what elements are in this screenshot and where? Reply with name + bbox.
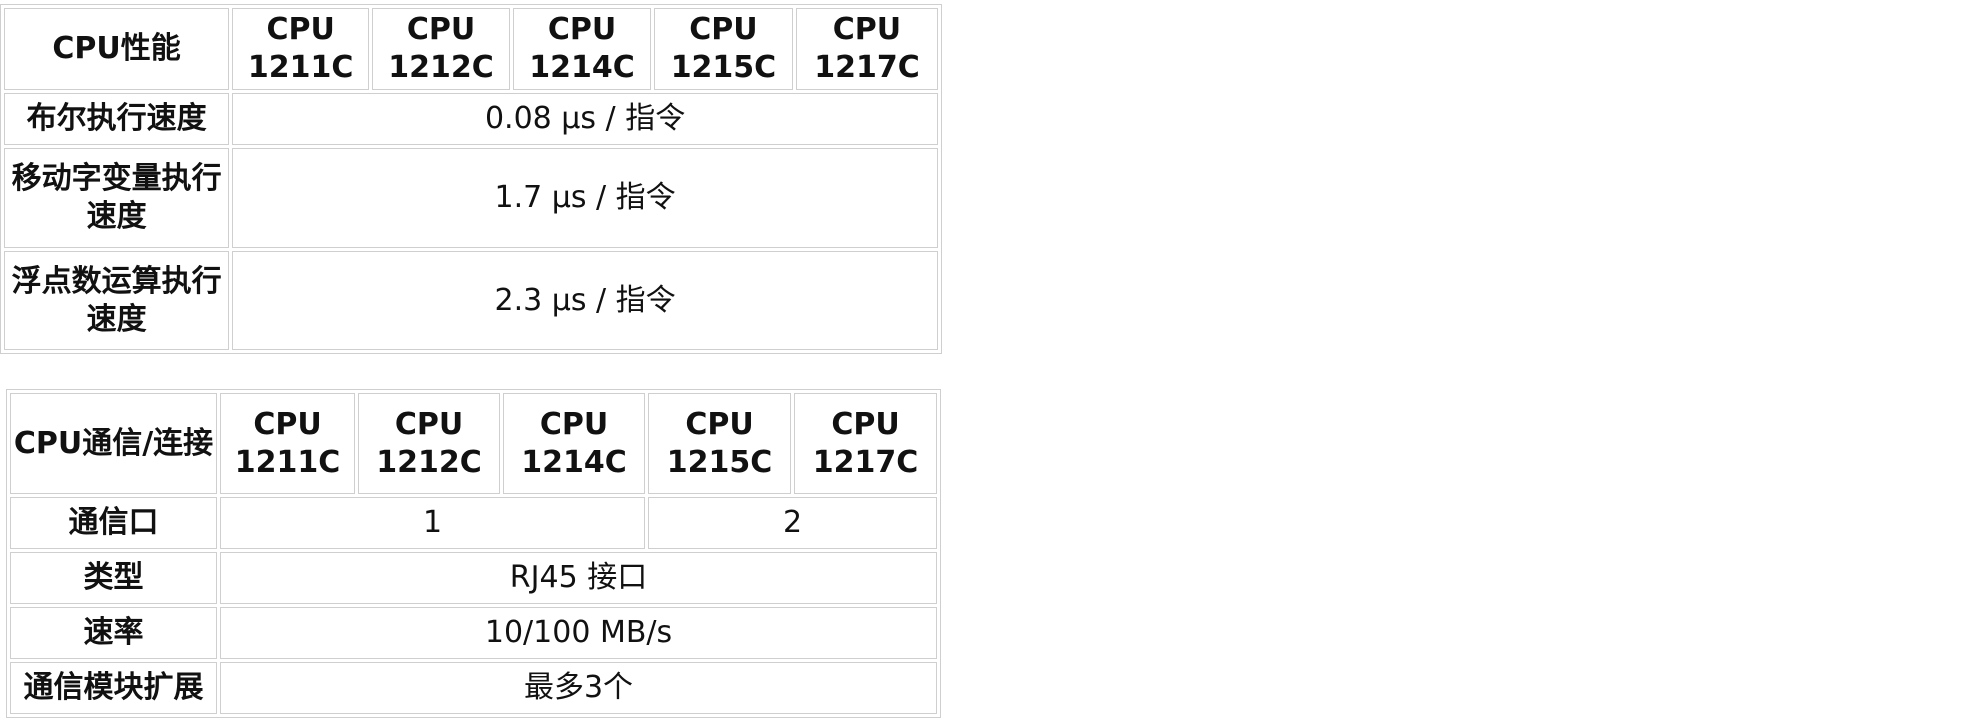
model-header: CPU 1215C bbox=[666, 406, 773, 480]
model-header-cell: CPU 1217C bbox=[795, 8, 938, 90]
row-value-cell: 2.3 μs / 指令 bbox=[232, 251, 938, 350]
model-header-cell: CPU 1211C bbox=[220, 393, 355, 494]
model-header: CPU 1211C bbox=[234, 406, 341, 480]
row-value-cell: RJ45 接口 bbox=[220, 552, 937, 604]
row-value: 2 bbox=[782, 505, 803, 540]
model-header-cell: CPU 1211C bbox=[232, 8, 370, 90]
row-label: 布尔执行速度 bbox=[26, 101, 207, 136]
header-row: CPU通信/连接 CPU 1211C CPU 1212C CPU 1214C C… bbox=[10, 393, 937, 494]
row-label-cell: 类型 bbox=[10, 552, 217, 604]
row-value-cell: 2 bbox=[648, 497, 937, 549]
model-header-cell: CPU 1217C bbox=[794, 393, 937, 494]
model-header-cell: CPU 1212C bbox=[372, 8, 511, 90]
row-label-cell: 浮点数运算执行速度 bbox=[4, 251, 230, 350]
model-header-cell: CPU 1215C bbox=[653, 8, 793, 90]
row-label: 速率 bbox=[83, 615, 144, 650]
table-row: 移动字变量执行速度 1.7 μs / 指令 bbox=[4, 148, 938, 248]
model-header-cell: CPU 1212C bbox=[358, 393, 500, 494]
cpu-performance-table: CPU性能 CPU 1211C CPU 1212C CPU 1214C CPU … bbox=[0, 4, 942, 354]
row-value: 1.7 μs / 指令 bbox=[494, 180, 676, 215]
row-label-cell: 布尔执行速度 bbox=[4, 93, 230, 145]
row-value: 10/100 MB/s bbox=[484, 615, 673, 650]
table-row: 速率 10/100 MB/s bbox=[10, 607, 937, 659]
model-header: CPU 1214C bbox=[529, 12, 635, 85]
model-header-cell: CPU 1214C bbox=[503, 393, 645, 494]
row-value-cell: 1.7 μs / 指令 bbox=[232, 148, 938, 248]
row-label: 浮点数运算执行速度 bbox=[11, 263, 222, 337]
table-row: 类型 RJ45 接口 bbox=[10, 552, 937, 604]
row-label-cell: 速率 bbox=[10, 607, 217, 659]
row-label: 通信口 bbox=[68, 505, 159, 540]
model-header: CPU 1217C bbox=[812, 406, 919, 480]
row-value: 0.08 μs / 指令 bbox=[484, 101, 686, 136]
model-header: CPU 1212C bbox=[376, 406, 482, 480]
row-label-cell: 通信口 bbox=[10, 497, 217, 549]
header-label: CPU性能 bbox=[52, 31, 181, 66]
table-row: 通信口 1 2 bbox=[10, 497, 937, 549]
table-row: 浮点数运算执行速度 2.3 μs / 指令 bbox=[4, 251, 938, 350]
table-row: 通信模块扩展 最多3个 bbox=[10, 662, 937, 714]
model-header: CPU 1214C bbox=[521, 406, 627, 480]
row-value: 最多3个 bbox=[523, 670, 634, 705]
row-label: 移动字变量执行速度 bbox=[11, 161, 222, 234]
row-label: 类型 bbox=[83, 560, 144, 595]
model-header: CPU 1211C bbox=[247, 12, 354, 85]
model-header-cell: CPU 1215C bbox=[648, 393, 791, 494]
row-value-cell: 1 bbox=[220, 497, 645, 549]
table-row: 布尔执行速度 0.08 μs / 指令 bbox=[4, 93, 938, 145]
header-row: CPU性能 CPU 1211C CPU 1212C CPU 1214C CPU … bbox=[4, 8, 938, 90]
model-header: CPU 1217C bbox=[814, 12, 920, 85]
model-header-cell: CPU 1214C bbox=[513, 8, 651, 90]
row-label-cell: 通信模块扩展 bbox=[10, 662, 217, 714]
row-value-cell: 最多3个 bbox=[220, 662, 937, 714]
row-value: 1 bbox=[422, 505, 443, 540]
row-value-cell: 10/100 MB/s bbox=[220, 607, 937, 659]
model-header: CPU 1212C bbox=[388, 12, 494, 85]
row-value: 2.3 μs / 指令 bbox=[494, 282, 676, 318]
row-value-cell: 0.08 μs / 指令 bbox=[232, 93, 938, 145]
row-value: RJ45 接口 bbox=[509, 560, 648, 595]
header-label: CPU通信/连接 bbox=[13, 425, 214, 461]
model-header: CPU 1215C bbox=[670, 12, 777, 85]
row-label: 通信模块扩展 bbox=[23, 670, 204, 705]
cpu-communication-table: CPU通信/连接 CPU 1211C CPU 1212C CPU 1214C C… bbox=[6, 389, 941, 718]
row-label-cell: 移动字变量执行速度 bbox=[4, 148, 230, 248]
header-label-cell: CPU通信/连接 bbox=[10, 393, 217, 494]
header-label-cell: CPU性能 bbox=[4, 8, 230, 90]
